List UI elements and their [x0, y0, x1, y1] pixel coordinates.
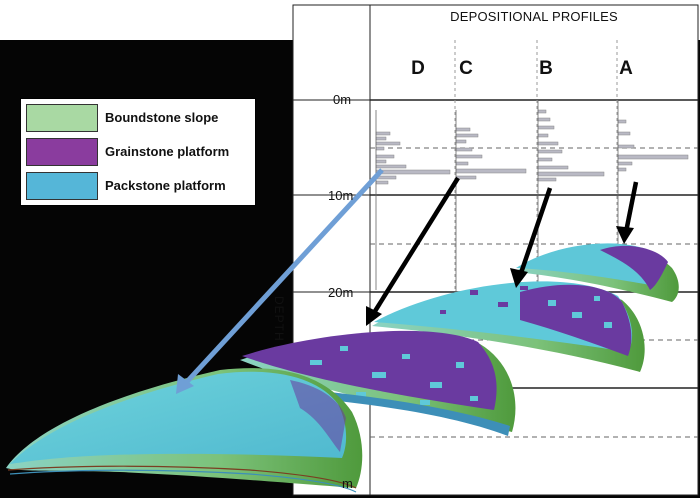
column-label-b: B [539, 58, 553, 79]
legend-item-grainstone: Grainstone platform [26, 138, 252, 166]
column-label-d: D [411, 58, 425, 79]
diagram-title: DEPOSITIONAL PROFILES [450, 9, 618, 24]
legend-label-packstone: Packstone platform [105, 178, 226, 193]
platform-a [514, 243, 679, 302]
arrow-a [623, 181, 639, 233]
legend-item-boundstone: Boundstone slope [26, 104, 252, 132]
profile-histograms [375, 109, 689, 185]
arrows [176, 168, 639, 394]
column-label-c: C [459, 58, 473, 79]
arrow-b [517, 187, 553, 277]
legend-label-boundstone: Boundstone slope [105, 110, 219, 125]
legend-label-grainstone: Grainstone platform [105, 144, 230, 159]
legend-swatch-boundstone [26, 104, 98, 132]
depth-axis-label: DEPTH [272, 296, 286, 342]
legend-swatch-grainstone [26, 138, 98, 166]
legend-swatch-packstone [26, 172, 98, 200]
column-label-a: A [619, 58, 633, 79]
platform-b [372, 281, 645, 372]
depth-tick-10m: 10m [328, 188, 354, 203]
platform-d [6, 368, 363, 493]
depth-tick-0m: 0m [333, 92, 352, 107]
depth-tick-bottom: m [342, 476, 353, 491]
legend: Boundstone slope Grainstone platform Pac… [20, 98, 256, 206]
platform-c [240, 330, 516, 436]
arrow-c [370, 176, 460, 318]
arrow-d [182, 168, 384, 387]
legend-item-packstone: Packstone platform [26, 172, 252, 200]
depth-tick-20m: 20m [328, 285, 354, 300]
